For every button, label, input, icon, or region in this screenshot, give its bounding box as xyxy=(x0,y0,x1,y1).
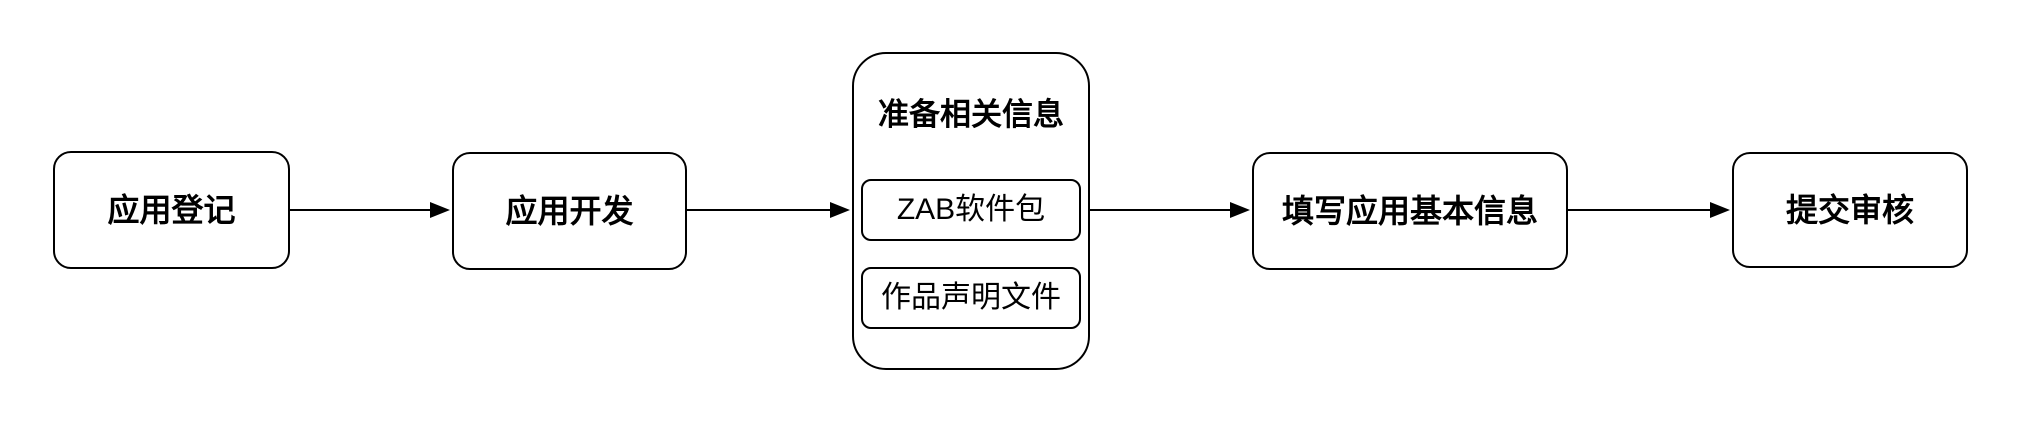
flow-group-title: 准备相关信息 xyxy=(878,97,1064,132)
flow-subnode-declaration-file: 作品声明文件 xyxy=(861,267,1081,329)
flow-node-label: 应用登记 xyxy=(107,192,236,228)
flow-group-prepare-info: 准备相关信息 ZAB软件包 作品声明文件 xyxy=(852,52,1090,370)
arrow-head-icon xyxy=(1710,202,1730,218)
flow-node-app-registration: 应用登记 xyxy=(53,151,290,269)
flow-node-label: 提交审核 xyxy=(1785,192,1914,228)
flow-arrow-3 xyxy=(1090,201,1250,219)
flow-node-submit-review: 提交审核 xyxy=(1732,152,1968,268)
arrow-line xyxy=(1090,208,1230,212)
flow-arrow-4 xyxy=(1568,201,1730,219)
flow-arrow-2 xyxy=(687,201,850,219)
arrow-line xyxy=(290,208,430,212)
flow-subnode-label: ZAB软件包 xyxy=(896,193,1046,226)
flow-arrow-1 xyxy=(290,201,450,219)
arrow-line xyxy=(1568,208,1710,212)
flow-node-label: 填写应用基本信息 xyxy=(1281,193,1538,229)
flow-subnode-label: 作品声明文件 xyxy=(881,281,1061,314)
flow-node-fill-basic-info: 填写应用基本信息 xyxy=(1252,152,1568,270)
arrow-head-icon xyxy=(430,202,450,218)
flow-node-app-development: 应用开发 xyxy=(452,152,687,270)
flow-subnode-zab-package: ZAB软件包 xyxy=(861,179,1081,241)
arrow-line xyxy=(687,208,830,212)
arrow-head-icon xyxy=(830,202,850,218)
flow-node-label: 应用开发 xyxy=(505,193,634,229)
arrow-head-icon xyxy=(1230,202,1250,218)
